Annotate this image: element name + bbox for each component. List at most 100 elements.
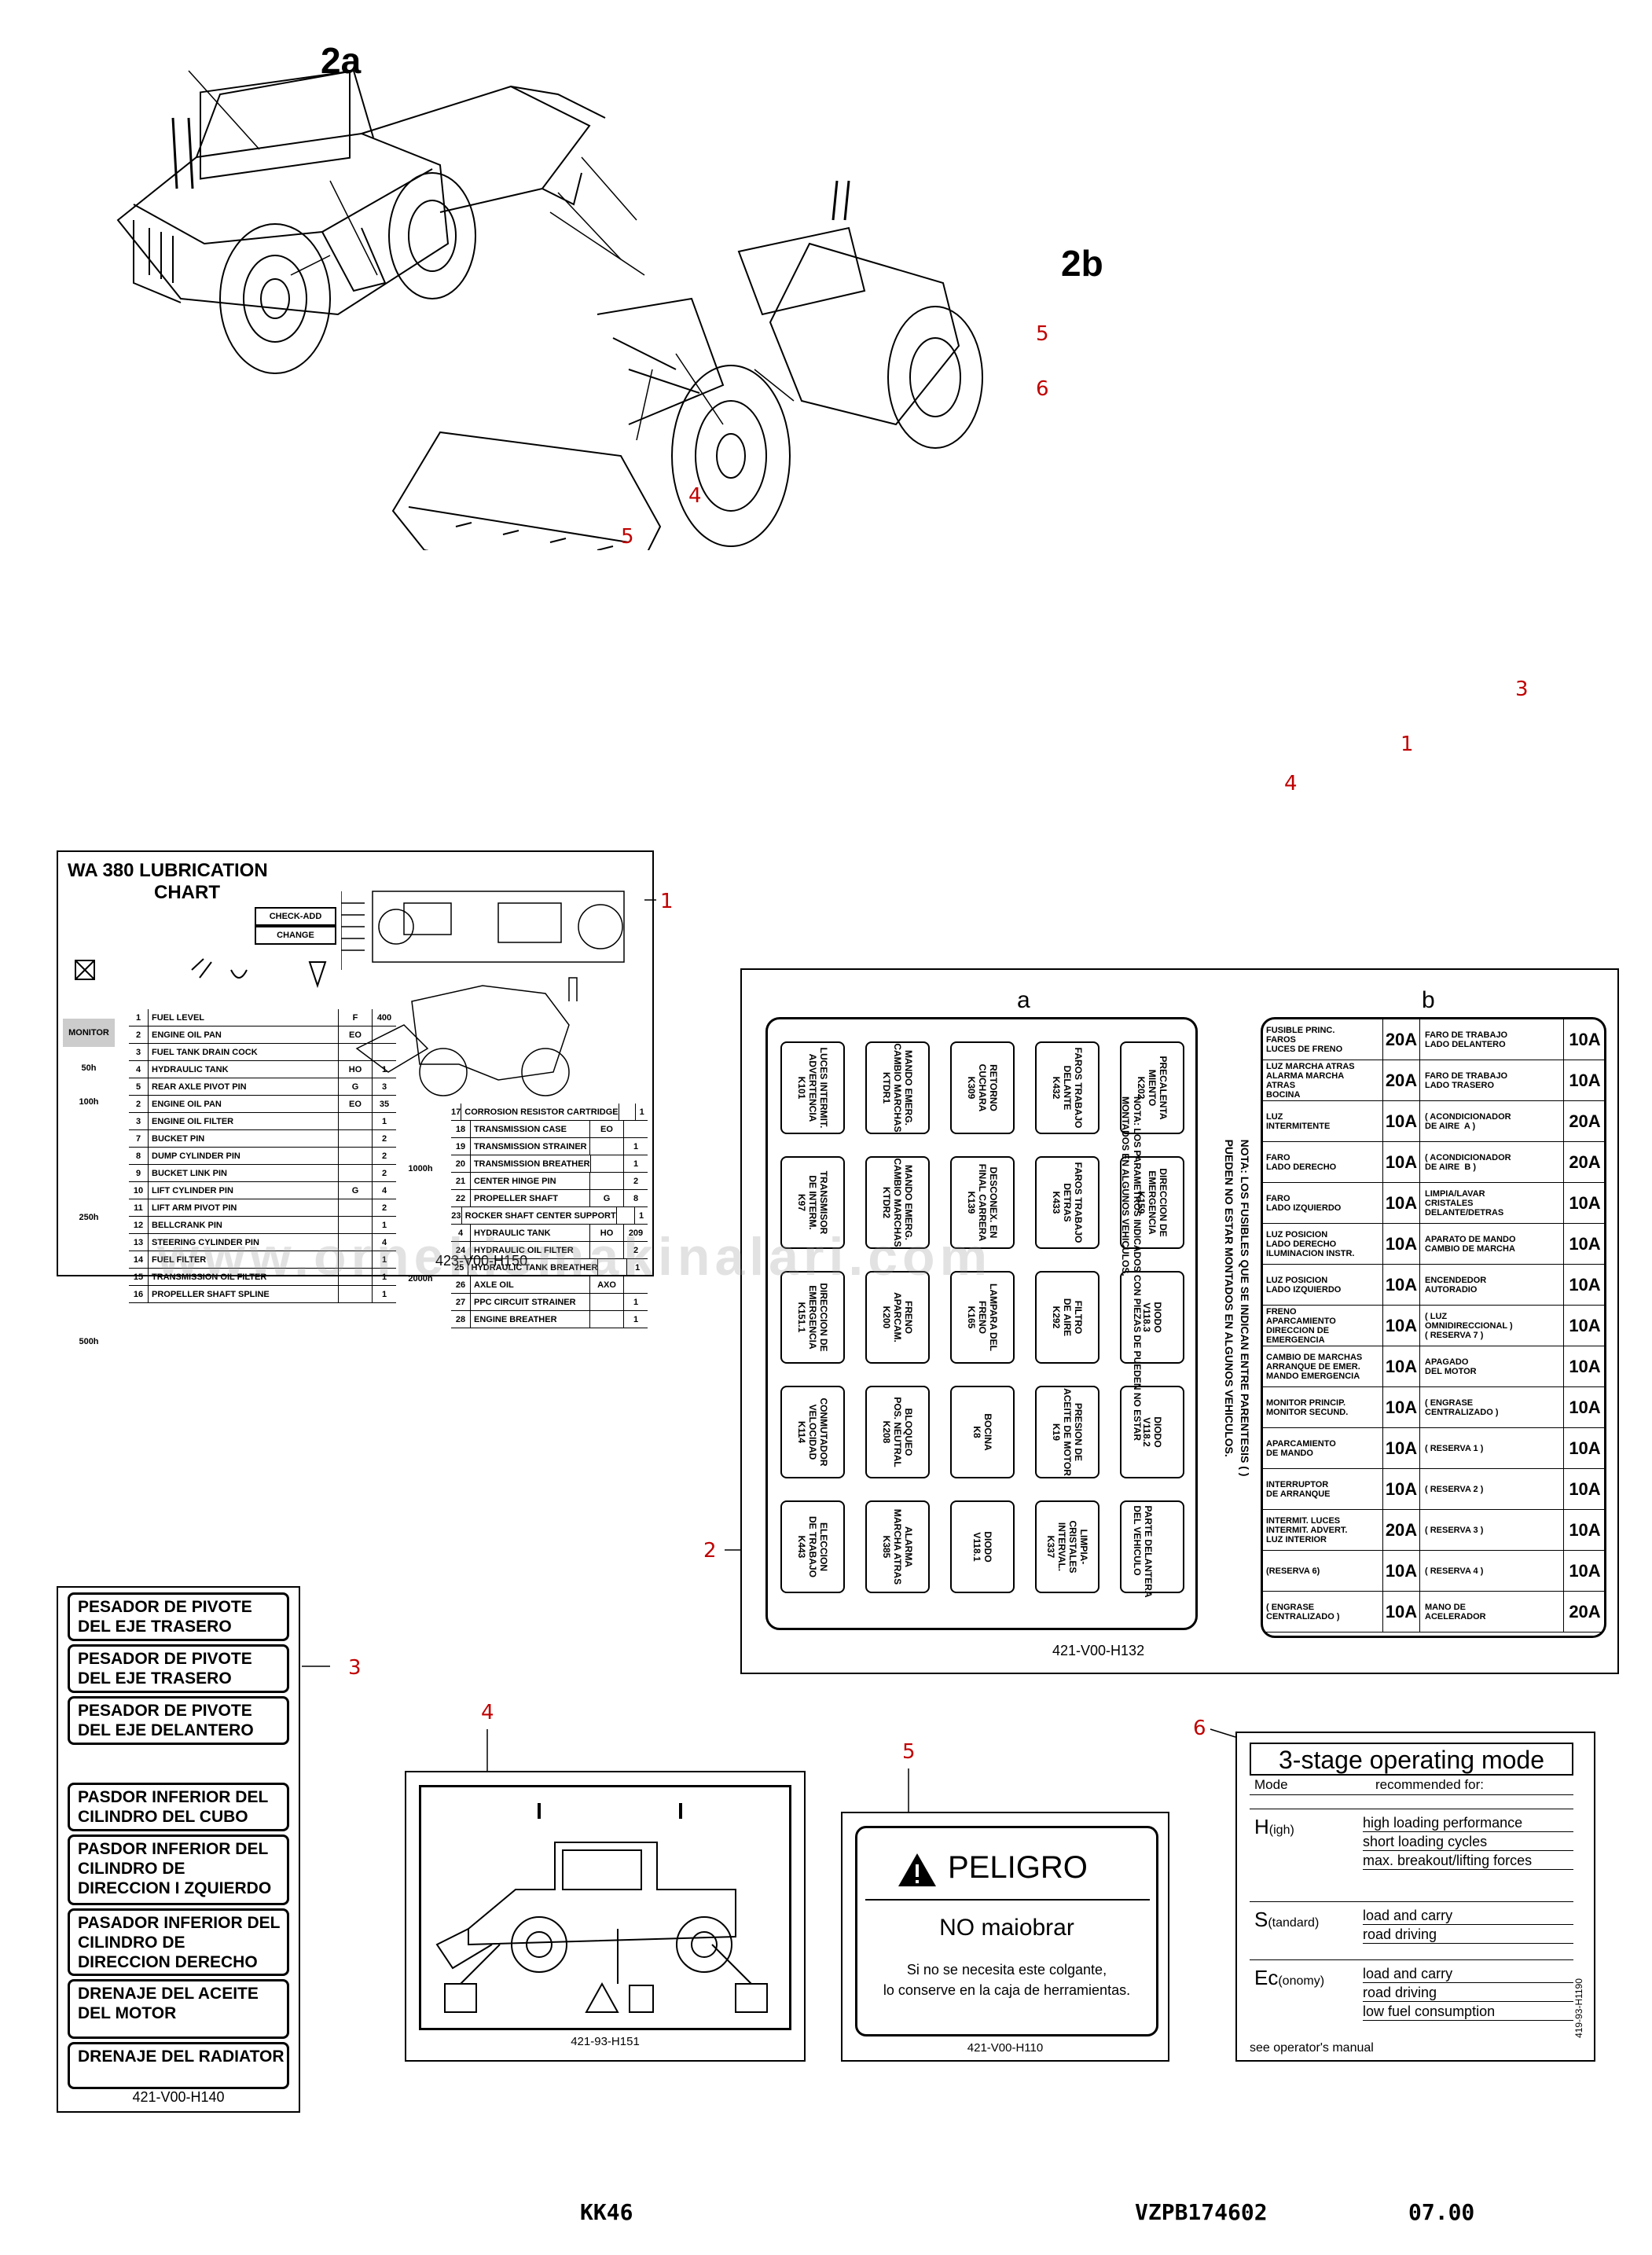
lubrication-chart-label: WA 380 LUBRICATION CHART CHECK-ADD CHANG… (57, 850, 654, 1346)
callout-1-panel: 1 (660, 890, 674, 913)
lubrication-row-oil: G (338, 1182, 372, 1199)
callout-3-panel: 3 (348, 1656, 362, 1680)
fuse-right-label: ( ENGRASE CENTRALIZADO ) (1425, 1397, 1499, 1417)
fuse-left-label: LUZ POSICION LADO IZQUIERDO (1266, 1275, 1342, 1295)
lubrication-row-point: PROPELLER SHAFT SPLINE (152, 1289, 270, 1299)
callout-5-right: 5 (1036, 322, 1049, 346)
fuse-right-amp: 10A (1563, 1183, 1604, 1223)
lubrication-row-qty: 1 (634, 1207, 648, 1224)
lubrication-row-number: 28 (451, 1311, 471, 1328)
fuse-right-label: ( RESERVA 1 ) (1425, 1443, 1484, 1453)
grease-points-code: 421-93-H151 (571, 2035, 640, 2048)
fuse-row: FRENO APARCAMIENTO DIRECCION DE EMERGENC… (1263, 1306, 1604, 1346)
pivot-label-item: PASDOR INFERIOR DEL CILINDRO DE DIRECCIO… (68, 1834, 289, 1905)
lubrication-row-number: 15 (129, 1269, 149, 1285)
lubrication-row-point: PROPELLER SHAFT (474, 1193, 558, 1203)
fuse-left-amp: 10A (1382, 1346, 1420, 1386)
mode-column-header: Mode (1254, 1777, 1288, 1792)
lubrication-row-point: FUEL TANK DRAIN COCK (152, 1047, 258, 1057)
lubrication-row-point: TRANSMISSION BREATHER (473, 1159, 590, 1169)
callout-5-left: 5 (621, 525, 634, 549)
lubrication-row-number: 7 (129, 1130, 149, 1147)
fuse-right-label: APARATO DE MANDO CAMBIO DE MARCHA (1425, 1234, 1516, 1254)
mode-recommendation: load and carry (1363, 1966, 1573, 1983)
fuse-row: MONITOR PRINCIP. MONITOR SECUND.10A( ENG… (1263, 1387, 1604, 1428)
lubrication-row-qty: 1 (623, 1311, 648, 1328)
lubrication-row-number: 18 (451, 1121, 471, 1137)
pivot-label-item: PESADOR DE PIVOTE DEL EJE TRASERO (68, 1592, 289, 1641)
grease-points-frame (419, 1785, 791, 2030)
fuse-left-label: FARO LADO DERECHO (1266, 1152, 1337, 1172)
fuse-right-label: FARO DE TRABAJO LADO TRASERO (1425, 1071, 1508, 1090)
fuse-left-label: FUSIBLE PRINC. FAROS LUCES DE FRENO (1266, 1025, 1343, 1054)
fuse-left-amp: 10A (1382, 1101, 1420, 1141)
lubrication-row-oil (338, 1286, 372, 1302)
fuse-left-amp: 10A (1382, 1387, 1420, 1427)
fuse-relay-slot: LIMPIA- CRISTALES INTERVAL. K337 (1035, 1500, 1099, 1593)
loader-2a-drawing (116, 69, 606, 374)
fuse-panel-code: 421-V00-H132 (1052, 1643, 1145, 1658)
lubrication-row-qty: 4 (372, 1234, 396, 1251)
danger-line3: lo conserve en la caja de herramientas. (883, 1982, 1131, 1998)
lubrication-row-oil (589, 1294, 623, 1310)
lubrication-row-qty: 2 (623, 1242, 648, 1258)
fuse-relay-slot: FILTRO DE AIRE K292 (1035, 1271, 1099, 1364)
fuse-left-label: INTERMIT. LUCES INTERMIT. ADVERT. LUZ IN… (1266, 1515, 1348, 1544)
operating-mode-header: Mode recommended for: (1250, 1777, 1573, 1795)
callout-4-right: 4 (1284, 772, 1298, 795)
operating-mode-title: 3-stage operating mode (1250, 1743, 1573, 1776)
lubrication-row-point: STEERING CYLINDER PIN (152, 1237, 259, 1247)
callout-6-right: 6 (1036, 377, 1049, 401)
lubrication-row-point: HYDRAULIC TANK (474, 1228, 551, 1238)
lubrication-row-oil (338, 1113, 372, 1129)
interval-100h: 100h (79, 1097, 99, 1107)
mode-suffix: (onomy) (1278, 1974, 1325, 1988)
lubrication-row-number: 2 (129, 1096, 149, 1112)
lubrication-row-oil (589, 1173, 623, 1189)
lubrication-row-number: 3 (129, 1044, 149, 1060)
fuse-right-amp: 10A (1563, 1469, 1604, 1509)
fuse-left-amp: 10A (1382, 1551, 1420, 1591)
fuse-relay-slot: FRENO APARCAM. K200 (865, 1271, 930, 1364)
fuse-right-amp: 10A (1563, 1019, 1604, 1060)
lubrication-row-qty: 400 (372, 1009, 396, 1026)
lubrication-row-point: ENGINE OIL FILTER (152, 1116, 234, 1126)
fuse-relay-slot: DESCONEX. EN FINAL CARRERA K139 (950, 1156, 1015, 1249)
lubrication-row-qty (623, 1276, 648, 1293)
lubrication-row-qty: 1 (372, 1269, 396, 1285)
operating-mode-footer: see operator's manual (1250, 2041, 1374, 2055)
fuse-left-label: (RESERVA 6) (1266, 1566, 1320, 1576)
lubrication-row-number: 13 (129, 1234, 149, 1251)
pivot-labels-code: 421-V00-H140 (132, 2089, 225, 2105)
lubrication-row-number: 14 (129, 1251, 149, 1268)
danger-line2: Si no se necesita este colgante, (906, 1962, 1107, 1978)
lubrication-row-oil: AXO (589, 1276, 623, 1293)
lubrication-code: 423-V00-H150 (435, 1253, 528, 1269)
pivot-label-item: PASADOR INFERIOR DEL CILINDRO DE DIRECCI… (68, 1908, 289, 1976)
lubrication-row-qty: 35 (372, 1096, 396, 1112)
pivot-label-item: PESADOR DE PIVOTE DEL EJE DELANTERO (68, 1696, 289, 1745)
mode-suffix: (igh) (1268, 1823, 1294, 1837)
pivot-labels-sheet: 421-V00-H140 PESADOR DE PIVOTE DEL EJE T… (57, 1586, 300, 2113)
fuse-left-amp: 10A (1382, 1142, 1420, 1182)
fuse-relay-slot: LUCES INTERMIT. ADVERTENCIA K101 (780, 1041, 845, 1134)
fuse-left-amp: 10A (1382, 1469, 1420, 1509)
mode-recommendation: low fuel consumption (1363, 2003, 1573, 2021)
lubrication-row-oil (338, 1148, 372, 1164)
fuse-right-amp: 10A (1563, 1346, 1604, 1386)
